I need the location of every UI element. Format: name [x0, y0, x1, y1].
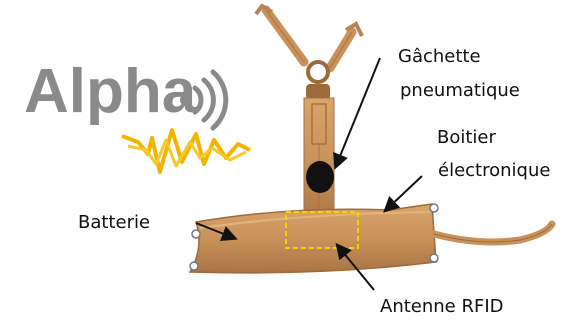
label-antenna: Antenne RFID	[380, 296, 504, 318]
logo-text: Alpha	[24, 57, 197, 126]
upper-straps	[256, 6, 362, 100]
label-box-line1: Boitier	[437, 127, 496, 149]
pneumatic-trigger	[306, 161, 334, 193]
arrow-box	[386, 176, 422, 210]
alpha-logo: Alpha	[24, 57, 250, 172]
label-trigger-line2: pneumatique	[400, 80, 520, 102]
label-battery: Batterie	[78, 212, 150, 234]
metal-ring	[308, 62, 328, 82]
arrow-trigger	[336, 58, 380, 166]
label-trigger-line1: Gâchette	[398, 46, 481, 68]
label-box-line2: électronique	[438, 160, 550, 182]
belt	[190, 204, 552, 273]
